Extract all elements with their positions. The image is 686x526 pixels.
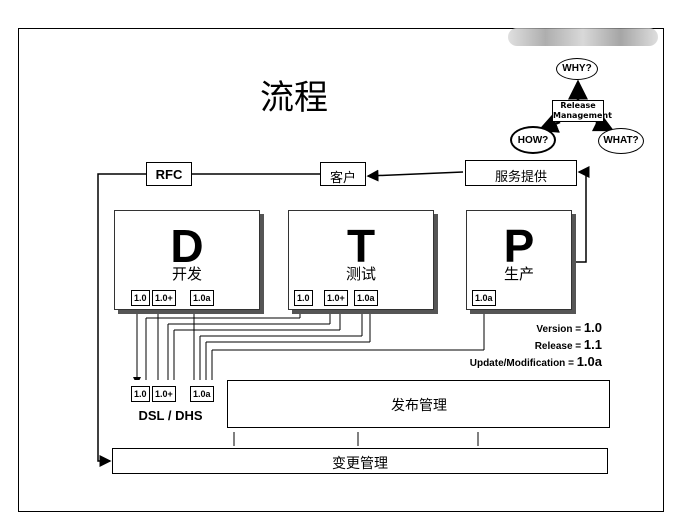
- release-management-title: 发布管理: [391, 398, 447, 414]
- stage-name: 开发: [171, 265, 202, 283]
- how-oval: HOW?: [510, 126, 556, 154]
- change-management-title: 变更管理: [332, 456, 388, 472]
- why-oval: WHY?: [556, 58, 598, 80]
- stage-name: 生产: [503, 265, 534, 283]
- stage-letter: T: [346, 220, 376, 272]
- change-management-bar: 变更管理: [112, 448, 608, 474]
- stage-name: 测试: [345, 265, 376, 283]
- stage-letter: P: [503, 220, 535, 272]
- version-tag: 1.0: [131, 290, 150, 306]
- blurred-watermark: [508, 28, 658, 46]
- version-tag: 1.0+: [152, 386, 176, 402]
- rfc-box: RFC: [146, 162, 192, 186]
- version-tag: 1.0a: [190, 290, 214, 306]
- version-tag: 1.0a: [190, 386, 214, 402]
- legend-release: Release = 1.1: [534, 337, 602, 352]
- service-provision-box: 服务提供: [465, 160, 577, 186]
- customer-box: 客户: [320, 162, 366, 186]
- version-tag: 1.0a: [354, 290, 378, 306]
- legend-version: Version = 1.0: [536, 320, 602, 335]
- page-title: 流程: [260, 78, 328, 118]
- slide-frame: [18, 28, 664, 512]
- legend-update: Update/Modification = 1.0a: [469, 354, 602, 369]
- version-tag: 1.0+: [324, 290, 348, 306]
- version-tag: 1.0: [131, 386, 150, 402]
- version-tag: 1.0a: [472, 290, 496, 306]
- release-management-label: Release Management: [552, 100, 612, 122]
- stage-letter: D: [170, 220, 204, 272]
- version-tag: 1.0: [294, 290, 313, 306]
- what-oval: WHAT?: [598, 128, 644, 154]
- version-tag: 1.0+: [152, 290, 176, 306]
- release-management-bar: DSL / DHS 发布管理: [114, 380, 610, 428]
